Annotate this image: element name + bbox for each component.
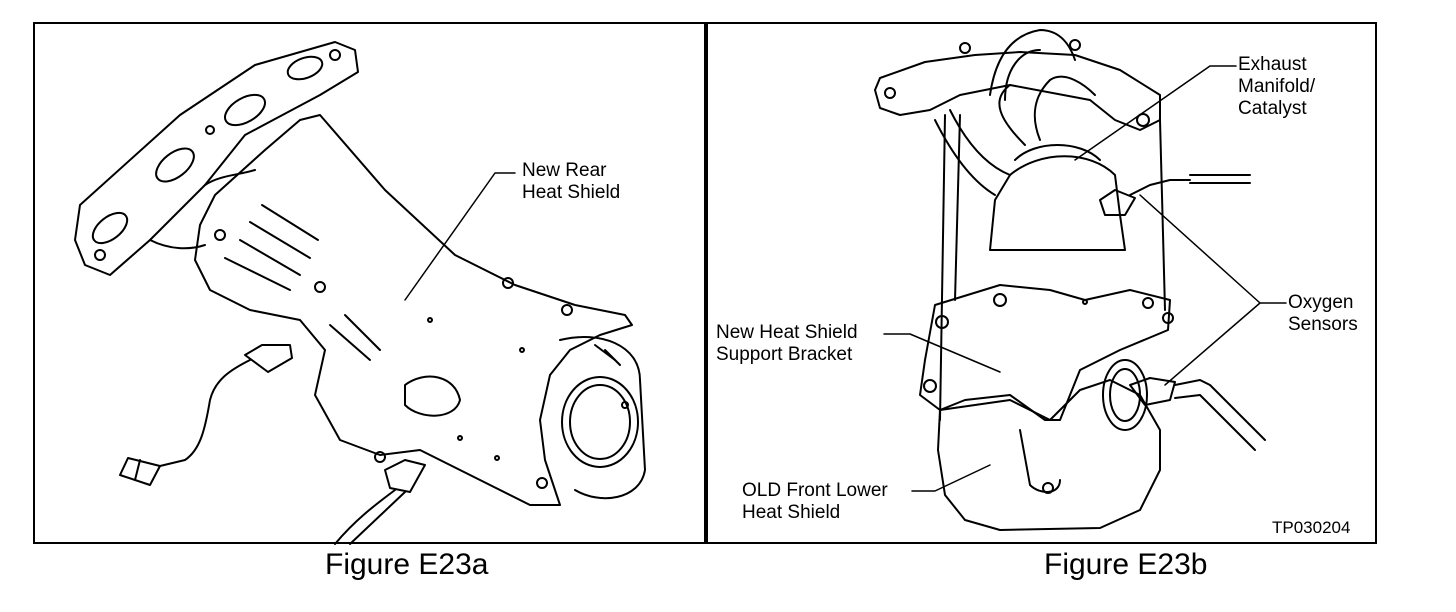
caption-figure-b: Figure E23b — [1044, 548, 1208, 581]
label-line: New Rear — [522, 160, 607, 181]
leader-exhaust-manifold — [1074, 65, 1237, 161]
label-line: Heat Shield — [522, 182, 621, 203]
oxygen-sensor-a1 — [244, 344, 293, 373]
label-line: Support Bracket — [716, 344, 853, 365]
figure-code: TP030204 — [1272, 518, 1351, 537]
label-new-rear-heat-shield: New Rear Heat Shield — [522, 160, 620, 204]
label-line: Sensors — [1288, 314, 1358, 335]
support-bracket — [919, 284, 1171, 421]
label-line: New Heat Shield — [716, 322, 858, 343]
label-old-front-shield: OLD Front Lower Heat Shield — [742, 480, 888, 524]
leader-support-bracket — [883, 333, 1001, 373]
label-exhaust-manifold: Exhaust Manifold/ Catalyst — [1238, 54, 1315, 120]
figure-a-illustration — [74, 41, 646, 545]
manifold-flange — [74, 41, 359, 276]
rear-heat-shield — [194, 114, 633, 506]
label-line: OLD Front Lower — [742, 480, 888, 501]
label-line: Heat Shield — [742, 502, 841, 523]
old-front-lower-heat-shield — [937, 379, 1161, 531]
oxygen-sensor-a2 — [384, 459, 426, 493]
label-line: Manifold/ — [1238, 76, 1316, 97]
leader-oxygen-sensor-2 — [1164, 302, 1261, 386]
panel-divider — [704, 22, 708, 544]
label-line: Oxygen — [1288, 292, 1354, 313]
leader-old-front-shield — [911, 464, 991, 492]
manifold-flange-b — [874, 51, 1161, 131]
figure-b-illustration — [874, 29, 1266, 531]
label-line: Exhaust — [1238, 54, 1307, 75]
oxygen-sensor-b2 — [1129, 377, 1176, 406]
label-oxygen-sensors: Oxygen Sensors — [1288, 292, 1358, 336]
leaders-b — [883, 65, 1287, 492]
label-support-bracket: New Heat Shield Support Bracket — [716, 322, 858, 366]
label-line: Catalyst — [1238, 98, 1307, 119]
leader-new-rear-heat-shield — [404, 172, 516, 301]
oxygen-sensor-b1 — [1099, 189, 1136, 216]
caption-figure-a: Figure E23a — [325, 548, 489, 581]
